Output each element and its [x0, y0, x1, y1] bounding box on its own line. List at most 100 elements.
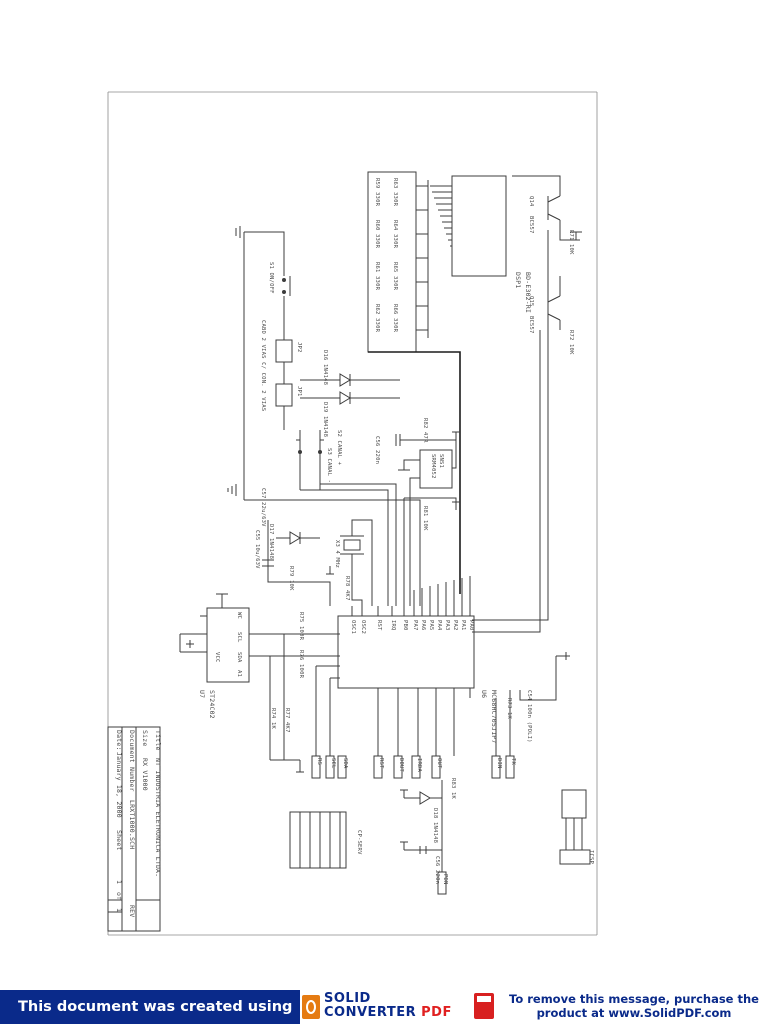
u7-part: ST24C02: [208, 690, 216, 719]
ground-symbols: [186, 484, 408, 850]
u6-microcontroller: OSC1 OSC2 RST IRQ PB0 PA7 PA6 PA5 PA4 PA…: [337, 576, 498, 756]
logo-mark-icon: [302, 995, 320, 1019]
logo-wordmark: SOLID CONVERTER PDF: [324, 992, 452, 1020]
net-label: RS: [316, 758, 322, 765]
u7-pin-sda: SDA: [236, 652, 242, 663]
logo-converter: CONVERTER: [324, 1005, 417, 1020]
u7-ref: U7: [198, 690, 206, 698]
transistor-q15: Q15 BC557: [528, 295, 561, 334]
u6-pin-label: PA1: [460, 620, 466, 631]
revision-line: RX V1000: [141, 758, 149, 791]
net-tag: DOUT: [393, 755, 404, 779]
u7-pin-a1: A1: [236, 670, 242, 677]
document-number: LRXT1000.SCH: [128, 800, 136, 849]
solid-converter-logo[interactable]: SOLID CONVERTER PDF: [302, 992, 502, 1022]
title-block: Title NT INDUSTRIA ELETRONICA LTDA. Size…: [107, 726, 162, 932]
vcc-symbols: [296, 431, 570, 773]
net-tag: RST: [373, 755, 384, 779]
resistor-label: R79 10K: [288, 566, 294, 591]
u6-pin-label: PA5: [428, 620, 434, 631]
u6-pin-label: PA7: [412, 620, 418, 631]
logo-pdf: PDF: [421, 1005, 452, 1020]
resistor-label: R75 100R: [298, 612, 304, 641]
purchase-line-1: To remove this message, purchase the: [509, 992, 759, 1006]
q14-ref: Q14: [528, 196, 534, 207]
switch-label: S3 CANAL -: [326, 448, 332, 483]
capacitor-label: C57 22u/63V: [260, 488, 266, 527]
pdf-document-icon: [474, 993, 494, 1019]
banner-left-text: This document was created using: [0, 990, 300, 1024]
resistor-label: R71 10K: [568, 230, 574, 255]
resistor-bank-label: R59 330R: [374, 178, 380, 207]
converter-banner: This document was created using SOLID CO…: [0, 990, 768, 1024]
net-label: SDA: [342, 758, 348, 769]
rev-label: REV: [128, 905, 136, 917]
capacitor-label: C56 220n: [374, 436, 380, 464]
resistor-bank: R59 330R R60 330R R61 330R R62 330R R63 …: [367, 171, 461, 594]
net-label: PDN: [442, 874, 448, 885]
dsp-ref: DSP1: [514, 272, 522, 288]
u6-ref: U6: [480, 690, 488, 698]
ir-sensor-sns1: SNS1 SRM4052 R82 47R C56 220n: [374, 418, 457, 606]
sheet-count: 1: [115, 908, 123, 912]
capacitor-label: C56 220n: [434, 856, 440, 884]
net-tag: RS: [311, 755, 322, 779]
q15-ref: Q15: [528, 296, 534, 307]
resistor-label: R81 10K: [422, 506, 428, 531]
resistor-label: R77 4K7: [284, 708, 290, 733]
u6-pin-label: OSC1: [350, 620, 356, 634]
u7-pin-vcc: VCC: [214, 652, 220, 663]
company-name: NT INDUSTRIA ELETRONICA LTDA.: [154, 758, 162, 877]
u6-pin-label: PA3: [444, 620, 450, 631]
net-tag: DIN: [491, 755, 502, 779]
channel-switches: S2 CANAL + S3 CANAL -: [296, 430, 397, 606]
crystal-x3: X3 4 MHz R78 4K7: [334, 519, 373, 606]
q14-part: BC557: [528, 216, 534, 234]
date-label: Date:: [115, 730, 123, 751]
size-label: Size: [141, 730, 149, 746]
switch-label: S1 ON/OFF: [268, 262, 274, 294]
purchase-line-2: product at www.SolidPDF.com: [500, 1006, 768, 1020]
net-label: DIN: [496, 758, 502, 769]
logo-line-2: CONVERTER PDF: [324, 1006, 452, 1020]
u6-pin-label: PA0: [468, 620, 474, 631]
capacitor-label: C55 10u/63V: [254, 530, 260, 569]
u6-pin-label: PB0: [402, 620, 408, 631]
u6-pin-label: PA6: [420, 620, 426, 631]
scanned-schematic: Title NT INDUSTRIA ELETRONICA LTDA. Size…: [107, 91, 598, 936]
transistor-q14: Q14 BC557: [528, 195, 561, 234]
sheet-number: 1: [115, 880, 123, 884]
cable-note: CABO 2 VIAS C/ CON. 2 VIAS: [260, 320, 266, 411]
sensor-part: SRM4052: [430, 454, 436, 479]
diode-d18: D18 1N4148: [404, 791, 442, 843]
bus-connector-cpserv: CP-SERV: [289, 811, 362, 869]
diode-d19: D19 1N4148: [300, 391, 400, 437]
purchase-prefix: product at: [536, 1006, 609, 1020]
resistor-label: R78 4K7: [344, 576, 350, 601]
net-label: OUT: [436, 758, 442, 769]
resistor-bank-label: R63 330R: [392, 178, 398, 207]
resistor-label: R73 1K: [506, 698, 512, 720]
diode-label: D18 1N4148: [432, 808, 438, 843]
resistor-label: R74 1K: [270, 708, 276, 730]
resistor-bank-label: R64 330R: [392, 220, 398, 249]
net-labels: RS SCL SDA RST DOUT IRDA OUT DIN: [311, 656, 557, 895]
diode-label: D16 1N4148: [322, 350, 328, 385]
jp2-ref: JP1: [296, 386, 302, 397]
u7-pin-wc: WC: [236, 612, 242, 619]
dsp-part: BD-E302-RI: [524, 272, 532, 313]
diode-d17: D17 1N4148: [268, 524, 320, 559]
resistor-label: R82 47R: [422, 418, 428, 443]
purchase-link[interactable]: www.SolidPDF.com: [608, 1006, 732, 1020]
bus-resistors: R75 100R R76 100R R77 4K7 R74 1K: [269, 612, 340, 761]
ir-module-label: ICSP: [588, 850, 594, 865]
display-dsp1: DSP1 BD-E302-RI: [430, 175, 532, 313]
net-label: SCL: [330, 758, 336, 769]
logo-line-1: SOLID: [324, 991, 371, 1006]
resistor-bank-label: R62 330R: [374, 304, 380, 333]
u6-pin-label: PA4: [436, 620, 442, 631]
ir-module: ICSP: [559, 789, 594, 865]
u7-eeprom: WC SCL SDA A1 VCC U7 ST24C02: [179, 593, 340, 719]
resistor-bank-label: R60 330R: [374, 220, 380, 249]
bus-connector-label: CP-SERV: [356, 830, 362, 855]
